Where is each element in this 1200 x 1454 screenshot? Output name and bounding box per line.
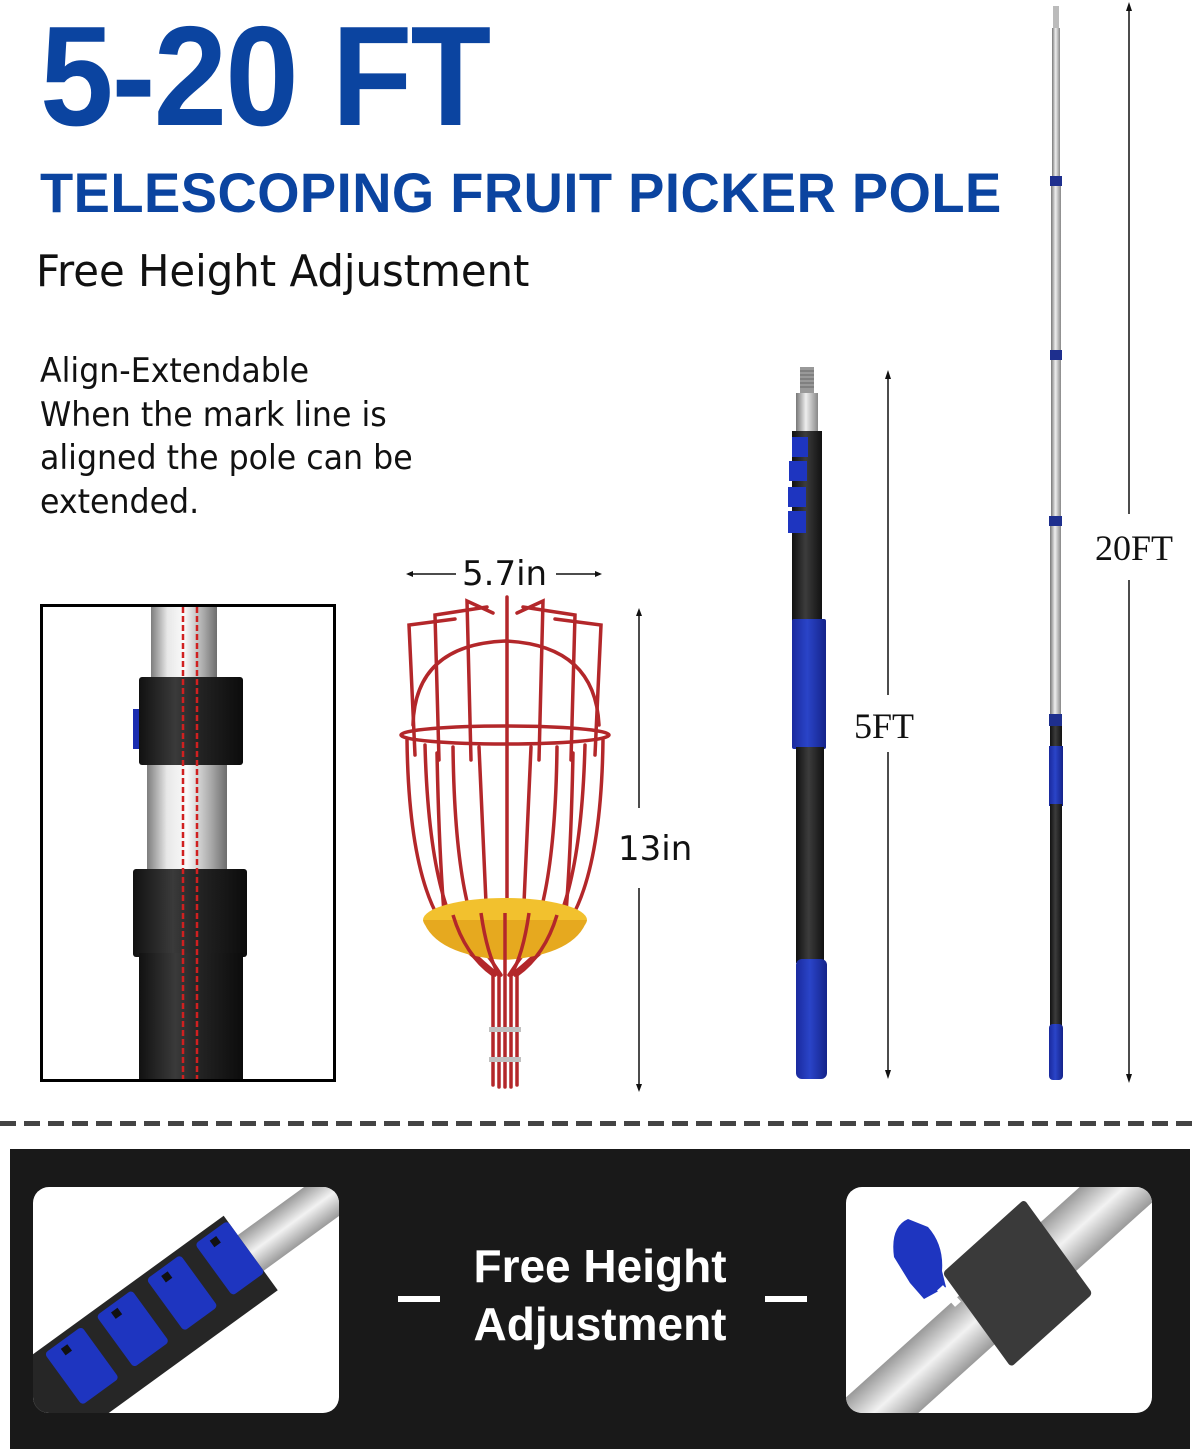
feature-banner-line-1: Free Height: [473, 1240, 727, 1292]
description-line: When the mark line is: [40, 394, 387, 435]
extended-length-dimension: 20FT: [1090, 2, 1200, 1084]
right-dash-decoration: [765, 1296, 807, 1302]
section-divider: [0, 1121, 1200, 1126]
extended-pole-icon: [1049, 6, 1063, 1080]
collapsed-length-label: 5FT: [854, 706, 915, 746]
mark-line-closeup-image: [40, 604, 336, 1082]
fruit-basket-icon: [399, 595, 611, 1089]
description-line: extended.: [40, 481, 200, 522]
product-name-heading: TELESCOPING FRUIT PICKER POLE: [40, 161, 1002, 224]
feature-banner-line-2: Adjustment: [473, 1298, 727, 1350]
height-arrow-icon: [636, 608, 642, 1092]
description-line: aligned the pole can be: [40, 438, 413, 478]
length-range-heading: 5-20 FT: [40, 0, 491, 156]
pole-joint-closeup-icon: [133, 607, 247, 1079]
clamp-locks-closeup-image: [33, 1187, 339, 1413]
extended-length-label: 20FT: [1095, 528, 1174, 568]
width-arrow-icon: [406, 571, 602, 577]
clamp-locks-icon: [33, 1187, 339, 1413]
lever-lock-closeup-image: [846, 1187, 1152, 1413]
tagline: Free Height Adjustment: [36, 246, 530, 297]
collapsed-length-dimension: 5FT: [850, 370, 930, 1080]
description-line: Align-Extendable: [40, 351, 310, 391]
lever-lock-icon: [846, 1187, 1152, 1413]
collapsed-length-arrow-icon: [885, 370, 891, 1079]
feature-banner: Free Height Adjustment: [10, 1149, 1190, 1449]
basket-width-dimension: 5.7in: [406, 554, 602, 594]
basket-width-label: 5.7in: [462, 554, 548, 594]
basket-height-dimension: 13in: [618, 608, 700, 1092]
left-dash-decoration: [398, 1296, 440, 1302]
collapsed-pole-icon: [788, 367, 827, 1079]
feature-banner-title: Free Height Adjustment: [440, 1237, 760, 1353]
basket-height-label: 13in: [618, 829, 693, 869]
extended-length-arrow-icon: [1126, 2, 1132, 1083]
align-extendable-description: Align-Extendable When the mark line is a…: [40, 350, 431, 524]
